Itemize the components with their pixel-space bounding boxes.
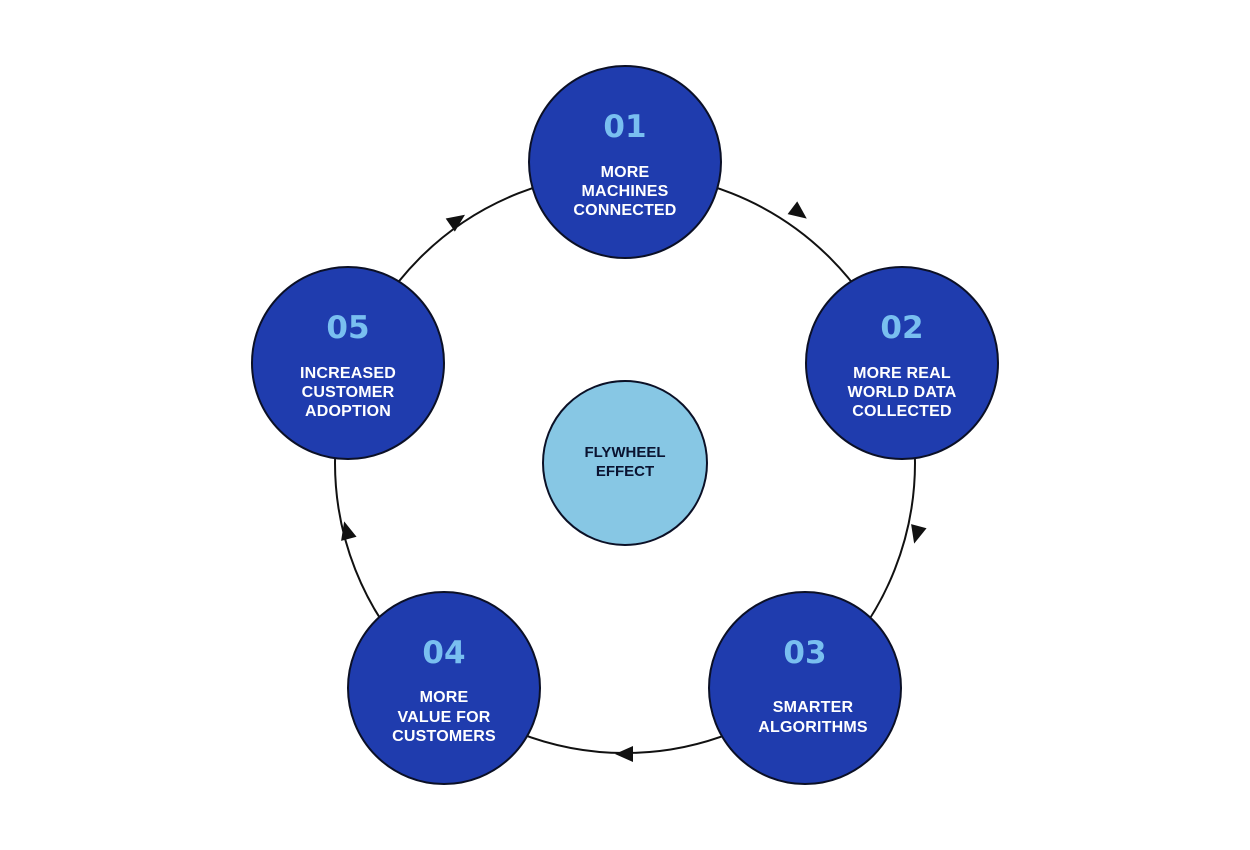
node-number: 02 [880,310,923,346]
node-label-line: MORE [601,164,650,181]
node-circle [251,266,445,460]
center-label-line-1: FLYWHEEL [584,444,665,461]
node-label-line: COLLECTED [852,403,952,420]
node-label-line: CONNECTED [573,202,676,219]
node-label-line: CUSTOMERS [392,728,496,745]
arrow-icon [911,524,927,544]
flywheel-node-03: 03 SMARTER ALGORITHMS [708,591,902,785]
node-circle [347,591,541,785]
flywheel-node-02: 02 MORE REAL WORLD DATA COLLECTED [805,266,999,460]
node-label-line: INCREASED [300,365,396,382]
center-label-line-2: EFFECT [596,463,654,480]
node-label-line: MACHINES [582,183,669,200]
arrow-icon [615,746,633,762]
node-number: 05 [326,310,369,346]
node-circle [528,65,722,259]
node-label-line: MORE [420,689,469,706]
node-label-line: ALGORITHMS [758,719,868,736]
arrow-icon [787,201,807,219]
node-circle [708,591,902,785]
node-number: 04 [422,635,465,671]
node-label-line: CUSTOMER [302,384,395,401]
flywheel-node-05: 05 INCREASED CUSTOMER ADOPTION [251,266,445,460]
node-label-line: SMARTER [773,699,854,716]
node-number: 01 [603,109,646,145]
center-hub: FLYWHEEL EFFECT [542,380,708,546]
node-label-line: WORLD DATA [848,384,957,401]
node-label-line: MORE REAL [853,365,951,382]
node-label-line: VALUE FOR [397,709,490,726]
flywheel-node-04: 04 MORE VALUE FOR CUSTOMERS [347,591,541,785]
node-circle [805,266,999,460]
arrow-icon [341,521,357,541]
direction-arrows [341,201,927,762]
node-number: 03 [783,635,826,671]
center-circle [542,380,708,546]
arrow-icon [445,214,466,232]
node-label-line: ADOPTION [305,403,391,420]
flywheel-node-01: 01 MORE MACHINES CONNECTED [528,65,722,259]
